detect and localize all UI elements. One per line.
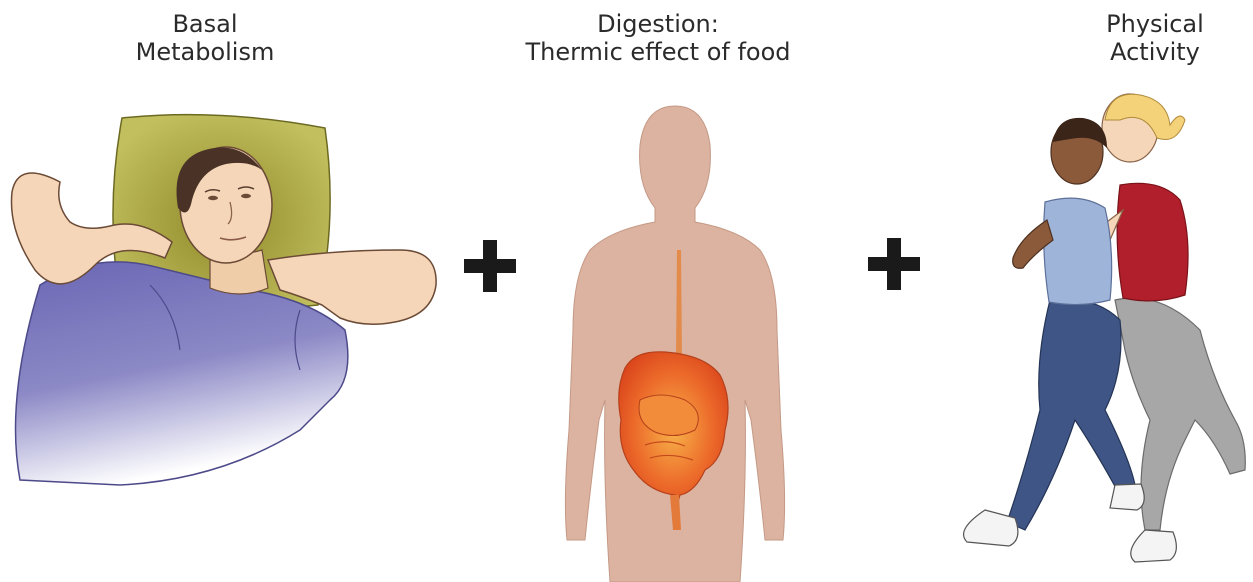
label-basal-line2: Metabolism [110, 38, 300, 66]
label-digestion: Digestion: Thermic effect of food [478, 10, 838, 66]
label-basal-metabolism: Basal Metabolism [110, 10, 300, 66]
runners-icon [945, 90, 1253, 582]
label-digestion-line1: Digestion: [478, 10, 838, 38]
label-physical-line1: Physical [1075, 10, 1235, 38]
digestive-system-icon [555, 100, 795, 582]
label-physical-activity: Physical Activity [1075, 10, 1235, 66]
plus-icon [462, 238, 518, 294]
label-digestion-line2: Thermic effect of food [478, 38, 838, 66]
label-basal-line1: Basal [110, 10, 300, 38]
plus-icon [866, 236, 922, 292]
resting-person-icon [0, 100, 440, 490]
label-physical-line2: Activity [1075, 38, 1235, 66]
